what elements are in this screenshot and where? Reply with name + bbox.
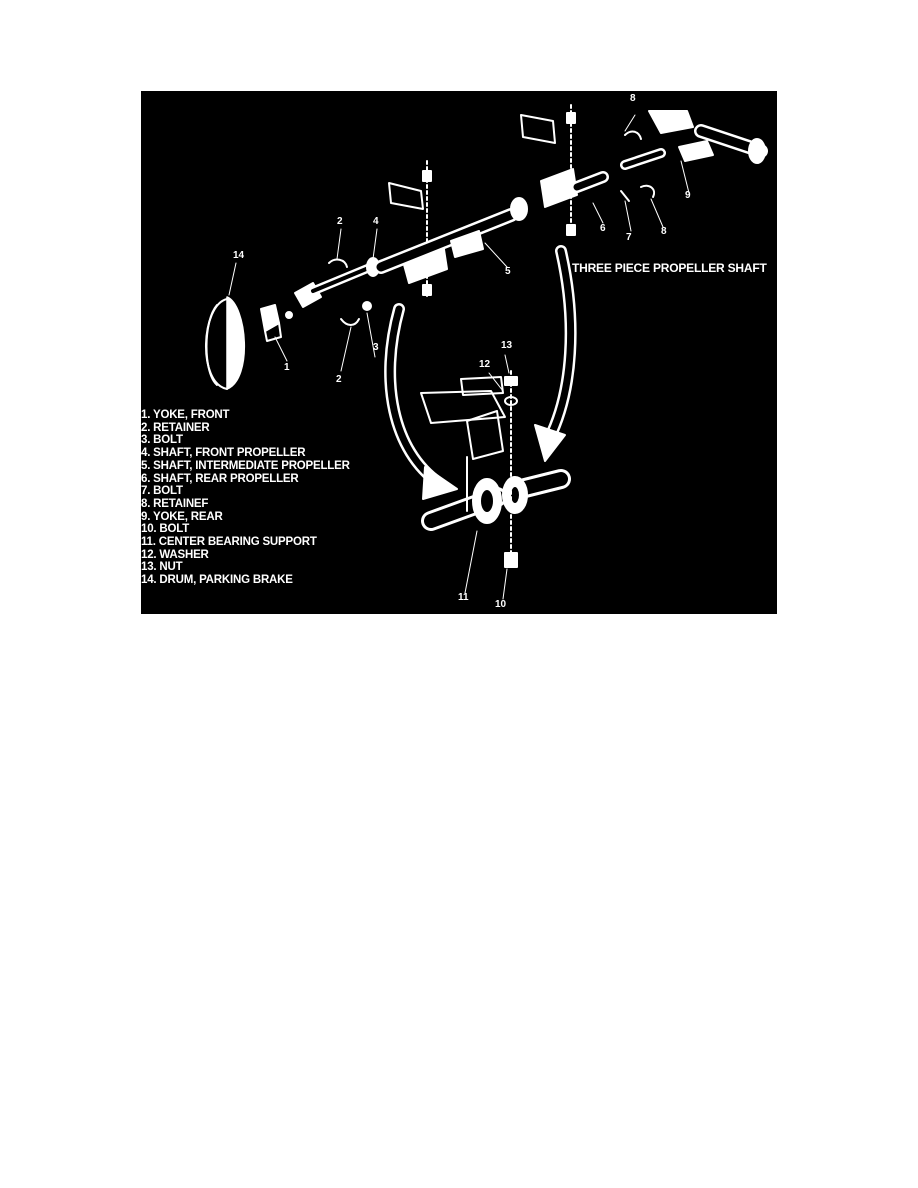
front-propeller-shaft	[294, 257, 380, 308]
callout-1: 1	[284, 362, 290, 373]
callout-2-upper: 2	[337, 216, 343, 227]
center-bearing-top	[388, 160, 448, 300]
front-retainers	[328, 258, 372, 326]
center-bearing-detail	[420, 370, 571, 568]
legend-item: 10. BOLT	[141, 523, 190, 536]
parking-brake-drum	[205, 296, 245, 390]
callout-10: 10	[495, 599, 507, 610]
legend-item: 7. BOLT	[141, 485, 183, 498]
callout-12: 12	[479, 359, 491, 370]
parts-legend: 1. YOKE, FRONT 2. RETAINER 3. BOLT 4. SH…	[141, 409, 350, 587]
rear-bearing-support	[520, 104, 578, 236]
callout-7: 7	[626, 232, 632, 243]
diagram-title: THREE PIECE PROPELLER SHAFT	[572, 261, 767, 275]
legend-item: 5. SHAFT, INTERMEDIATE PROPELLER	[141, 459, 350, 472]
callout-9: 9	[685, 190, 691, 201]
propeller-shaft-diagram: 14 1 2 2 3 4 5 6 7 8 8 9 11 10 12 13 THR…	[141, 91, 777, 614]
callout-6: 6	[600, 223, 606, 234]
legend-item: 9. YOKE, REAR	[141, 510, 223, 523]
legend-item: 4. SHAFT, FRONT PROPELLER	[141, 447, 306, 460]
rear-retainers	[620, 130, 655, 202]
legend-item: 14. DRUM, PARKING BRAKE	[141, 574, 293, 587]
rear-propeller-shaft	[571, 148, 666, 193]
legend-item: 11. CENTER BEARING SUPPORT	[141, 536, 317, 549]
callout-2-lower: 2	[336, 374, 342, 385]
legend-item: 13. NUT	[141, 561, 183, 574]
legend-item: 2. RETAINER	[141, 421, 210, 434]
legend-item: 1. YOKE, FRONT	[141, 409, 230, 421]
callout-8-upper: 8	[630, 93, 636, 104]
callout-8-lower: 8	[661, 226, 667, 237]
callout-13: 13	[501, 340, 513, 351]
detail-arrows	[384, 245, 577, 500]
exploded-view-drawing	[205, 104, 768, 600]
legend-item: 3. BOLT	[141, 434, 183, 447]
front-yoke	[260, 304, 293, 342]
callout-14: 14	[233, 250, 245, 261]
legend-item: 6. SHAFT, REAR PROPELLER	[141, 472, 299, 485]
callout-11: 11	[458, 592, 469, 603]
legend-item: 12. WASHER	[141, 548, 209, 561]
intermediate-propeller-shaft	[374, 197, 528, 274]
legend-item: 8. RETAINEF	[141, 497, 209, 510]
callout-3: 3	[373, 342, 379, 353]
rear-yoke-axle	[648, 110, 768, 164]
callout-5: 5	[505, 266, 511, 277]
leader-lines	[228, 114, 690, 600]
callout-4: 4	[373, 216, 379, 227]
